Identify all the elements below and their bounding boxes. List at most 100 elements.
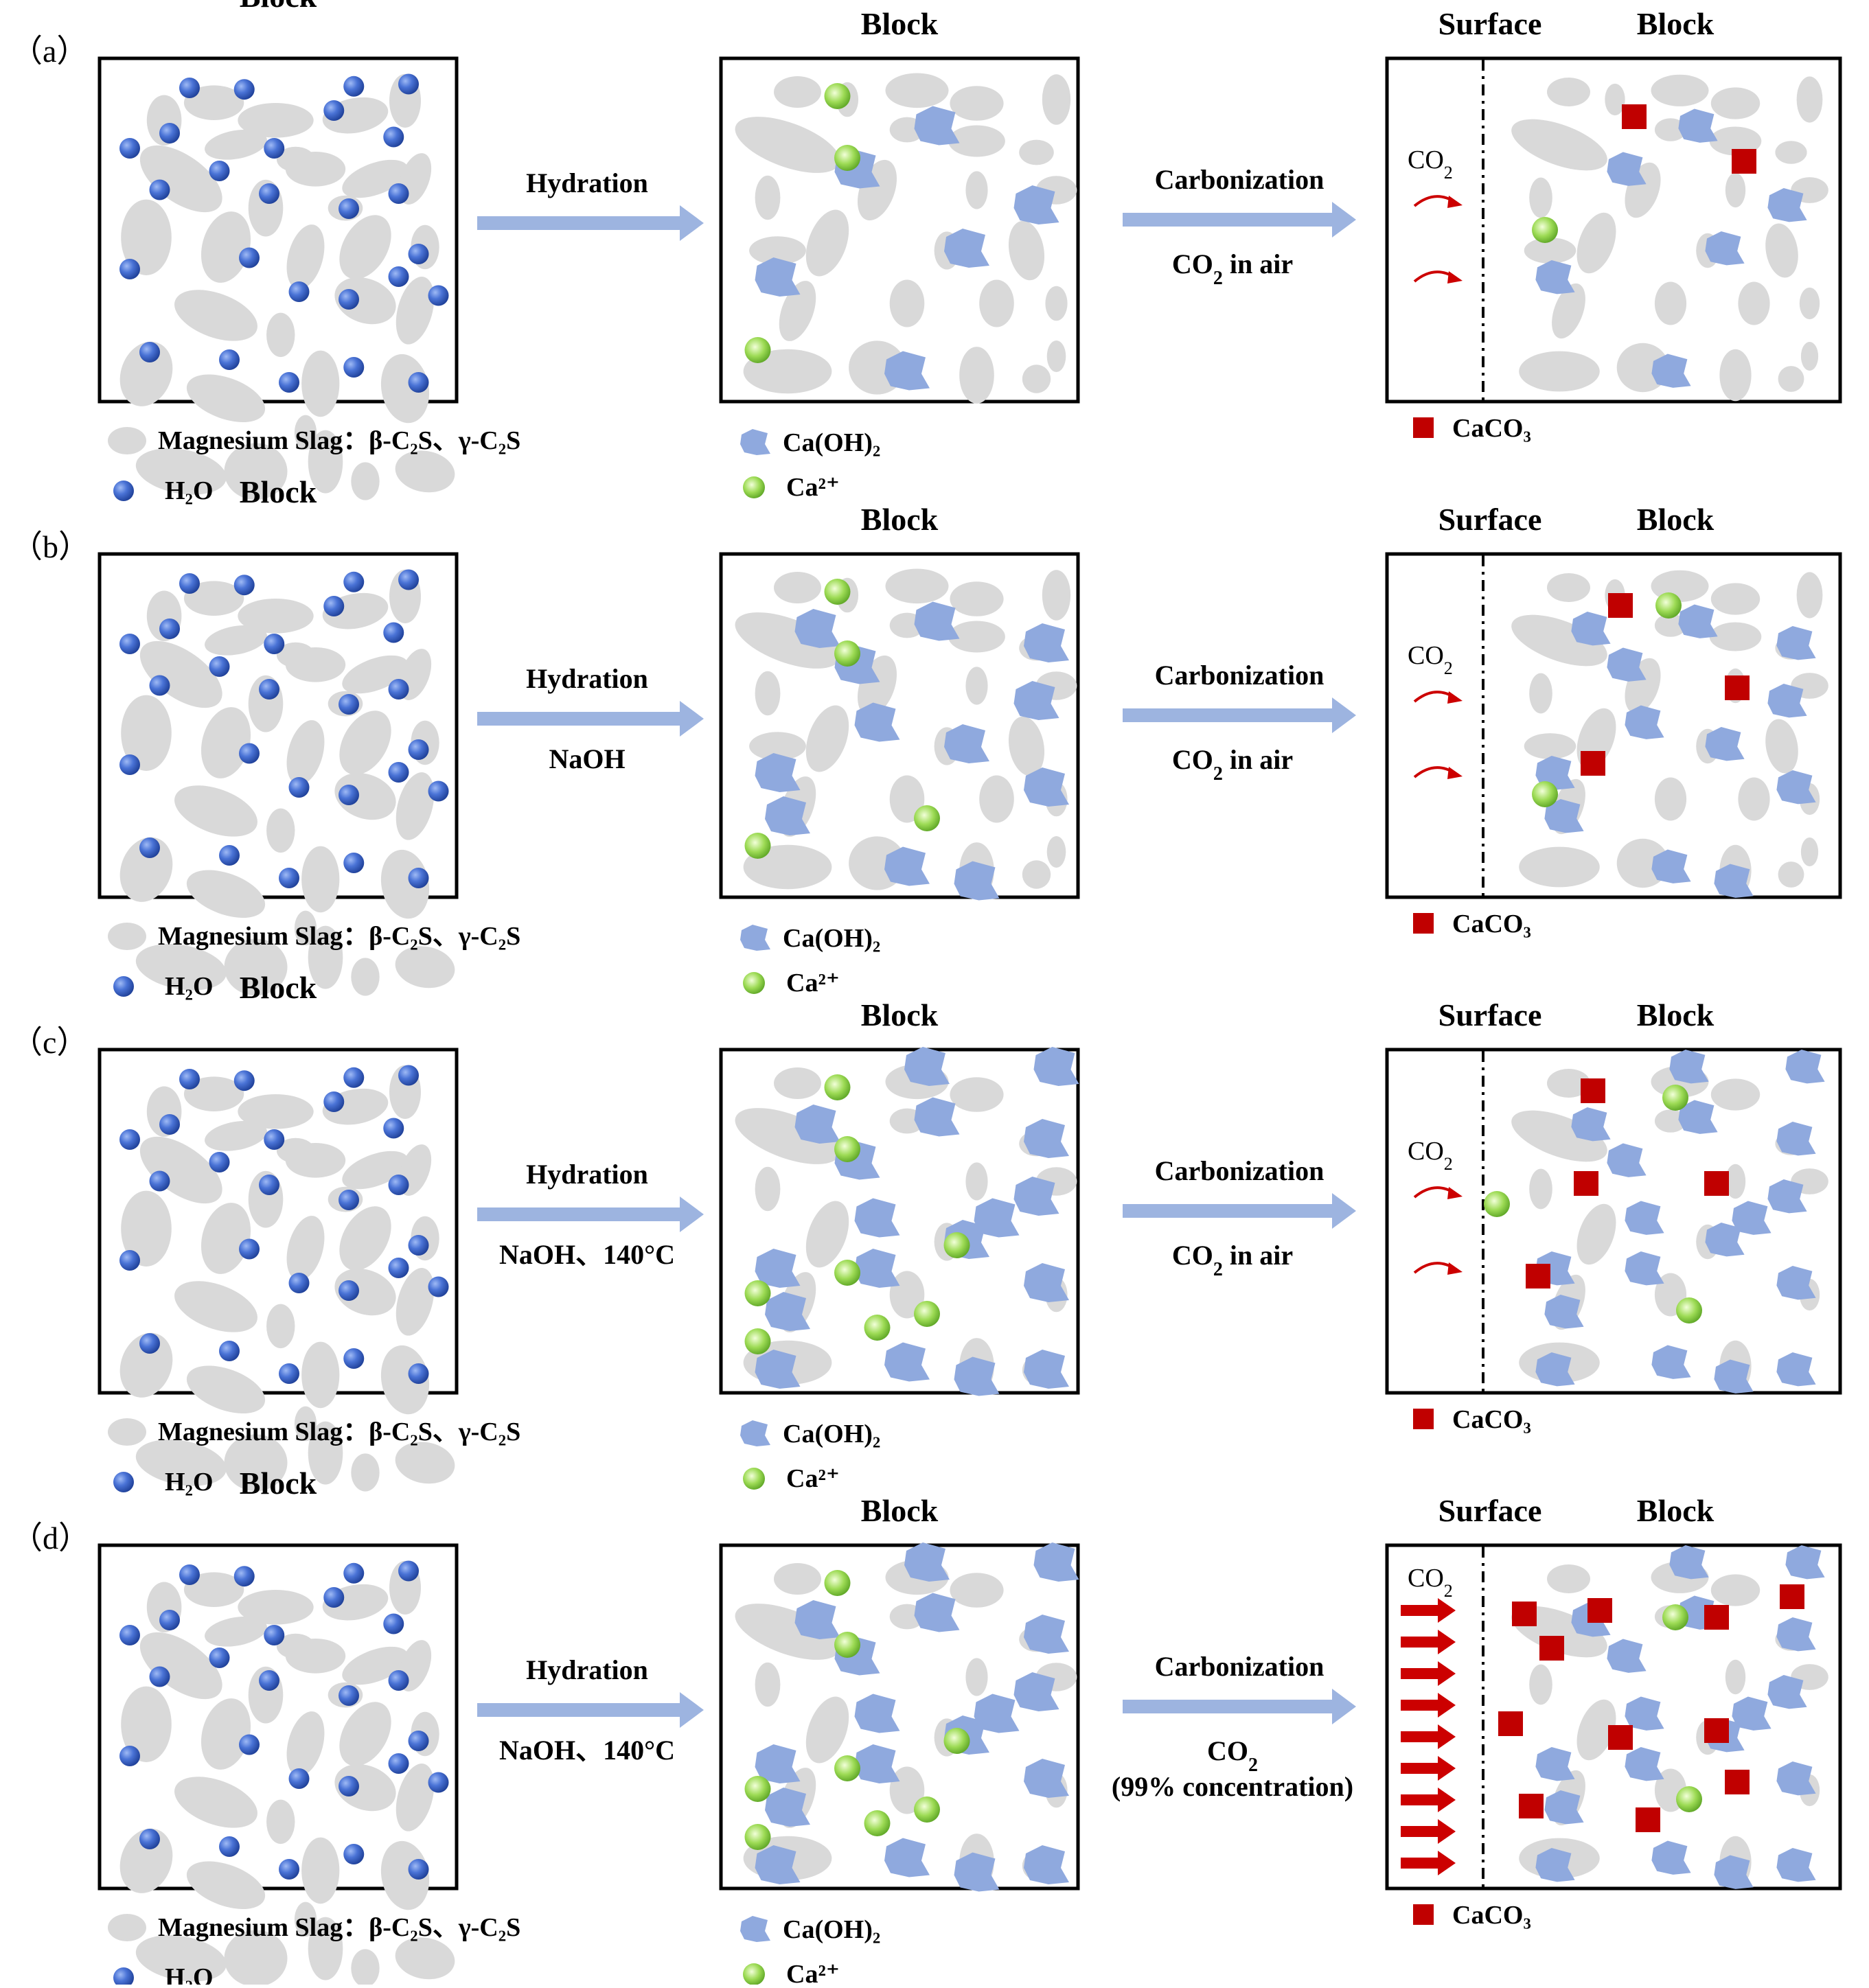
water-molecule	[264, 634, 285, 654]
legend-caco3-label: CaCO₃	[1452, 1405, 1531, 1434]
carbonization-arrow-head	[1332, 202, 1356, 238]
caoh2-crystal	[1024, 1119, 1069, 1158]
caoh2-crystal	[1535, 260, 1575, 294]
calcium-ion	[744, 833, 771, 859]
co2-condition-tail: in air	[1223, 248, 1293, 279]
slag-particle	[805, 705, 849, 772]
caoh2-crystal	[1732, 1201, 1771, 1235]
caoh2-crystal	[1651, 849, 1691, 883]
water-molecule	[388, 1670, 409, 1691]
calcium-ion	[914, 1796, 940, 1823]
slag-particle	[948, 125, 1005, 157]
co2-forced-arrow-shaft	[1401, 1637, 1439, 1648]
slag-particle	[1511, 1110, 1607, 1162]
water-molecule	[264, 138, 285, 159]
slag-particle	[395, 772, 435, 840]
co2-inflow-label: CO2	[1408, 1137, 1453, 1174]
calcium-ion	[943, 1232, 970, 1258]
caco3-crystal	[1636, 1807, 1660, 1832]
block-2-frame	[719, 1048, 1080, 1395]
slag-particle	[779, 281, 816, 341]
water-molecule	[279, 372, 299, 393]
slag-particle	[889, 279, 925, 327]
co2-diffusion-arrow-head	[1447, 196, 1463, 208]
hydration-label: Hydration	[526, 1654, 648, 1685]
caoh2-crystal	[1024, 1845, 1069, 1884]
slag-particle	[395, 1268, 435, 1336]
water-molecule	[219, 1341, 240, 1361]
slag-particle	[965, 171, 988, 209]
water-molecule	[323, 1091, 345, 1112]
hydration-label: Hydration	[526, 1159, 648, 1190]
block-3-title: Block	[1637, 997, 1715, 1032]
water-molecule	[259, 183, 279, 204]
slag-particle	[1529, 1664, 1552, 1705]
block-3-panel: CO2	[1385, 1048, 1842, 1395]
water-molecule	[179, 78, 200, 98]
carbonization-condition: CO2	[1207, 1735, 1258, 1776]
caoh2-crystal	[1013, 1672, 1059, 1711]
legend-caco3-icon	[1413, 913, 1434, 934]
caoh2-crystal	[954, 1852, 1000, 1892]
slag-particle	[301, 846, 340, 913]
water-molecule	[233, 575, 255, 596]
water-molecule	[219, 1836, 240, 1857]
co2-forced-arrow-shaft	[1401, 1605, 1439, 1616]
co2-subscript: 2	[1213, 1259, 1223, 1280]
block-1-panel	[98, 1048, 459, 1492]
calcium-ion	[1532, 217, 1558, 243]
panel-label: （a）	[11, 34, 88, 69]
legend-water-icon	[113, 1967, 134, 1988]
slag-particle	[224, 443, 288, 500]
block-3-panel: CO2	[1385, 552, 1842, 899]
water-molecule	[343, 853, 365, 873]
caco3-crystal	[1704, 1171, 1729, 1196]
block-2-title: Block	[861, 502, 939, 537]
hydration-arrow-shaft	[477, 712, 683, 726]
co2-text: CO	[1172, 248, 1213, 279]
water-molecule	[323, 596, 345, 616]
caoh2-crystal	[1013, 681, 1059, 720]
slag-particle	[1547, 573, 1590, 602]
caco3-crystal	[1574, 1171, 1598, 1196]
caoh2-crystal	[1678, 108, 1718, 143]
caoh2-crystal	[854, 1744, 900, 1783]
hydration-arrow-head	[680, 1692, 704, 1728]
co2-subscript: 2	[1444, 658, 1453, 678]
slag-particle	[294, 415, 317, 450]
legend-caoh2-icon	[740, 429, 770, 455]
hydration-condition: NaOH、140°C	[499, 1239, 675, 1270]
slag-particle	[889, 1271, 925, 1319]
slag-particle	[1725, 1164, 1746, 1199]
block-3-title: Block	[1637, 6, 1715, 41]
slag-particle	[1022, 365, 1051, 393]
slag-particle	[183, 1076, 244, 1111]
caoh2-crystal	[1776, 1352, 1816, 1387]
slag-particle	[755, 175, 781, 220]
co2-forced-arrow-shaft	[1401, 1826, 1439, 1837]
slag-particle	[1605, 83, 1625, 116]
caoh2-crystal	[1625, 1251, 1664, 1286]
carbonization-label: Carbonization	[1155, 660, 1325, 691]
slag-particle	[339, 1206, 391, 1271]
slag-particle	[1511, 614, 1607, 667]
slag-particle	[334, 773, 396, 820]
legend-ca-icon	[743, 476, 765, 498]
co2-subscript: 2	[1213, 763, 1223, 785]
water-molecule	[388, 1753, 409, 1774]
caoh2-crystal	[904, 1542, 950, 1582]
slag-particle	[1654, 777, 1687, 821]
caoh2-crystal	[1776, 1122, 1816, 1156]
water-molecule	[408, 868, 429, 888]
slag-particle	[749, 236, 806, 265]
water-molecule	[279, 868, 299, 888]
slag-particle	[380, 354, 430, 424]
water-molecule	[239, 743, 260, 764]
water-molecule	[219, 845, 240, 866]
legend-caco3-icon	[1413, 1409, 1434, 1429]
co2-inflow-label: CO2	[1408, 641, 1453, 678]
slag-particle	[774, 1067, 821, 1099]
caoh2-crystal	[914, 1593, 960, 1632]
co2-forced-arrow-head	[1438, 1788, 1456, 1812]
